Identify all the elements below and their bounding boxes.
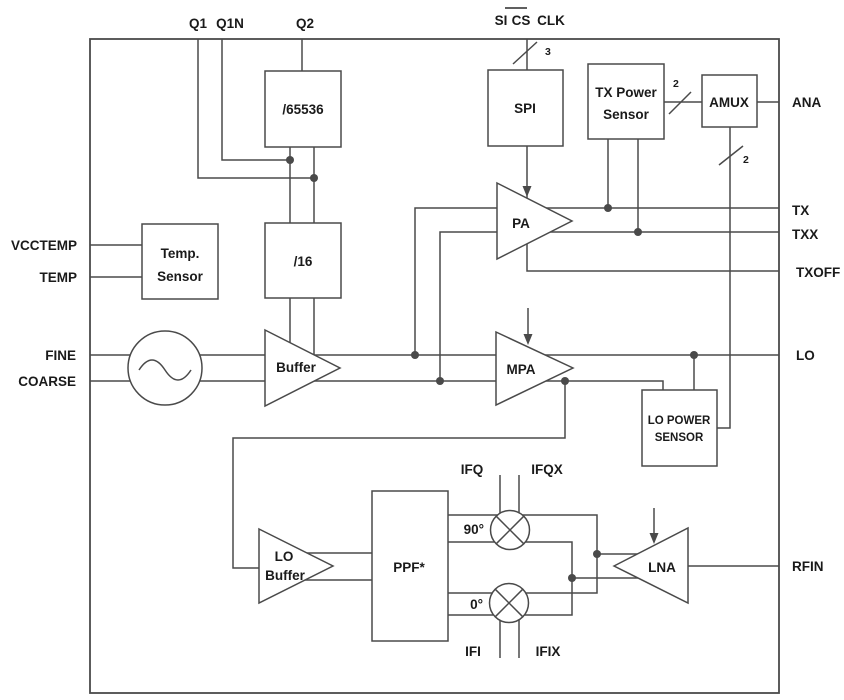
pin-label-clk: CLK: [537, 13, 565, 28]
pin-label-q2: Q2: [296, 16, 314, 31]
pin-label-si: SI: [495, 13, 508, 28]
txps-bus-width-label: 2: [673, 78, 679, 90]
lo-buffer-amplifier: [258, 527, 335, 605]
pin-label-fine: FINE: [45, 348, 76, 363]
junction-dot: [690, 351, 698, 359]
spi-bus-slash: [512, 41, 538, 65]
mpa-label: MPA: [507, 362, 536, 377]
lna-label: LNA: [648, 560, 676, 575]
pin-label-ifq: IFQ: [461, 462, 484, 477]
pin-label-temp: TEMP: [39, 270, 77, 285]
amux-label: AMUX: [709, 95, 749, 110]
pin-label-lo: LO: [796, 348, 815, 363]
amux-block: [701, 74, 758, 128]
mpa-amplifier: [495, 330, 575, 407]
lna-control-arrowhead: [649, 533, 659, 544]
mpa-control-arrowhead: [523, 334, 533, 345]
wire-q1: [197, 39, 314, 179]
bus-slashes: [505, 7, 744, 166]
divider-16-label: /16: [294, 254, 313, 269]
spi-bus-width-label: 3: [545, 46, 551, 58]
amux-bus-slash: [718, 145, 744, 166]
lna-amplifier: [612, 526, 689, 605]
temp-sensor-label-2: Sensor: [157, 269, 204, 284]
sine-wave-icon: [138, 359, 192, 381]
spi-label: SPI: [514, 101, 536, 116]
pin-label-coarse: COARSE: [18, 374, 76, 389]
temp-sensor-block: [141, 223, 219, 300]
lo-power-sensor-block: [641, 389, 718, 467]
junction-dot: [604, 204, 612, 212]
amux-bus-width-label: 2: [743, 154, 749, 166]
lo-buffer-label-1: LO: [275, 549, 294, 564]
mixer-i-cross-icon: [494, 588, 524, 618]
oscillator-symbol: [127, 330, 203, 406]
pin-label-ifi: IFI: [465, 644, 481, 659]
pin-label-ifqx: IFQX: [531, 462, 563, 477]
spi-block: [487, 69, 564, 147]
tx-power-sensor-label-1: TX Power: [595, 85, 657, 100]
pin-label-q1: Q1: [189, 16, 208, 31]
mixer-i-phase-label: 0°: [470, 597, 483, 612]
pa-label: PA: [512, 216, 530, 231]
mixer-q-symbol: [489, 509, 531, 551]
tx-power-sensor-label-2: Sensor: [603, 107, 650, 122]
buffer-amplifier: [264, 328, 342, 408]
junction-dot: [561, 377, 569, 385]
buffer-label: Buffer: [276, 360, 316, 375]
pa-control-arrowhead: [522, 186, 532, 197]
blocks: [127, 63, 758, 642]
junction-dot: [411, 351, 419, 359]
wire-pa-in1-tx: [414, 207, 779, 355]
junction-dot: [634, 228, 642, 236]
pin-label-txx: TXX: [792, 227, 818, 242]
junction-dot: [310, 174, 318, 182]
wire-q1n: [221, 39, 290, 161]
control-arrows: [522, 186, 659, 544]
lo-power-sensor-label-2: SENSOR: [655, 432, 704, 444]
divider-16-block: [264, 222, 342, 299]
chip-border: [89, 38, 780, 694]
wire-lobuffer-feed: [232, 381, 566, 569]
junction-dot: [436, 377, 444, 385]
pin-label-tx: TX: [792, 203, 809, 218]
ppf-block: [371, 490, 449, 642]
junction-dot: [593, 550, 601, 558]
junction-dots: [286, 156, 698, 582]
junction-dot: [568, 574, 576, 582]
lo-buffer-label-2: Buffer: [265, 568, 305, 583]
labels: Q1 Q1N Q2 SI CS CLK VCCTEMP TEMP FINE CO…: [11, 13, 840, 659]
wire-pa-in2-txx: [439, 231, 779, 381]
pin-label-vcctemp: VCCTEMP: [11, 238, 77, 253]
divider-65536-block: [264, 70, 342, 148]
tx-power-sensor-block: [587, 63, 665, 140]
divider-65536-label: /65536: [282, 102, 324, 117]
pin-label-ana: ANA: [792, 95, 821, 110]
txps-bus-slash: [668, 91, 692, 115]
pin-label-ifix: IFIX: [536, 644, 561, 659]
wire-amux-lops: [717, 127, 731, 429]
pin-label-cs: CS: [512, 13, 531, 28]
pa-amplifier: [496, 181, 574, 261]
pin-label-q1n: Q1N: [216, 16, 244, 31]
mixer-q-phase-label: 90°: [464, 522, 484, 537]
temp-sensor-label-1: Temp.: [161, 246, 200, 261]
lo-power-sensor-label-1: LO POWER: [648, 415, 711, 427]
pin-label-rfin: RFIN: [792, 559, 824, 574]
pin-label-txoff: TXOFF: [796, 265, 840, 280]
junction-dot: [286, 156, 294, 164]
mixer-i-symbol: [488, 582, 530, 624]
ppf-label: PPF*: [393, 560, 425, 575]
mixer-q-cross-icon: [495, 515, 525, 545]
